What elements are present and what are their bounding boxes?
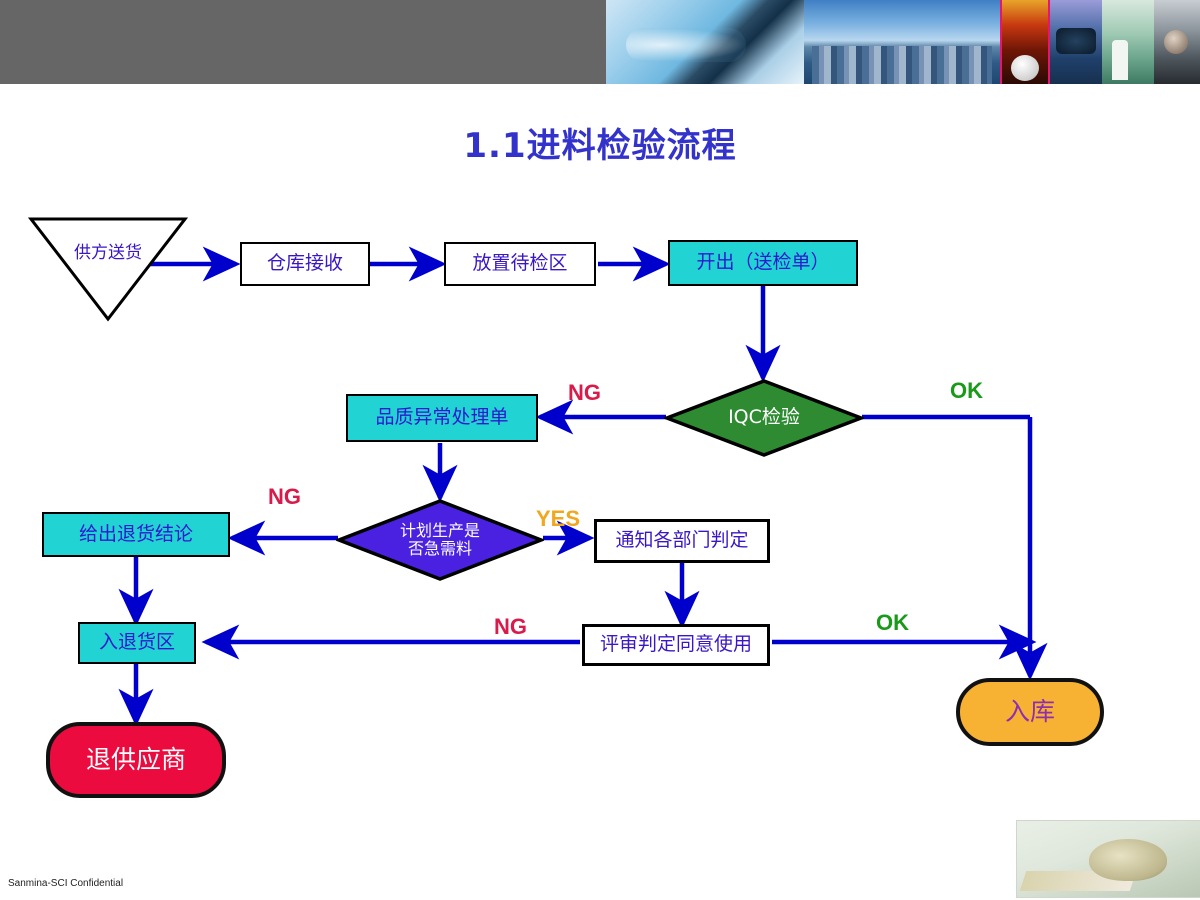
edge-label-yes-urgent: YES [536,506,581,531]
edge-label-ok-iqc: OK [950,378,983,403]
page-title: 1.1进料检验流程 [463,126,737,166]
diamond-shape-purple [334,499,546,581]
node-return-conclusion-label: 给出退货结论 [78,522,193,545]
edge-label-ok-review: OK [876,610,909,635]
node-quality-abnormal-form[interactable]: 品质异常处理单 [346,394,538,442]
node-issue-inspection-form-label: 开出（送检单） [696,251,830,274]
banner-photo-city [804,0,1000,84]
node-return-conclusion[interactable]: 给出退货结论 [42,512,230,557]
node-iqc-inspection-label: IQC检验 [728,406,800,429]
node-pending-area[interactable]: 放置待检区 [444,242,596,286]
node-urgent-material-decision-line1: 计划生产是 [399,520,480,540]
node-return-to-supplier[interactable]: 退供应商 [46,722,226,798]
triangle-shape [27,217,189,322]
node-urgent-material-decision-label: 计划生产是 否急需料 [336,498,544,582]
banner-photo-lab [1102,0,1154,84]
banner-photo-handshake [606,0,804,84]
node-review-approve-use-label: 评审判定同意使用 [599,633,752,656]
node-notify-departments[interactable]: 通知各部门判定 [594,519,770,563]
node-pending-area-label: 放置待检区 [472,252,568,275]
node-supplier-delivery[interactable]: 供方送货 [27,216,189,322]
node-return-to-supplier-label: 退供应商 [85,745,186,774]
node-urgent-material-decision[interactable]: 计划生产是 否急需料 [334,498,546,582]
node-return-area[interactable]: 入退货区 [78,622,196,664]
node-stock-in-label: 入库 [1004,697,1055,726]
footer-photo-desk [1016,820,1200,898]
footer-confidential-text: Sanmina-SCI Confidential [8,878,124,889]
node-return-area-label: 入退货区 [98,631,175,654]
diamond-shape-green [662,379,866,457]
node-stock-in[interactable]: 入库 [956,678,1104,746]
node-issue-inspection-form[interactable]: 开出（送检单） [668,240,858,286]
node-quality-abnormal-form-label: 品质异常处理单 [375,406,509,429]
node-iqc-inspection[interactable]: IQC检验 [662,378,866,458]
node-urgent-material-decision-line2: 否急需料 [407,539,472,558]
banner-photo-industrial [1000,0,1048,84]
header-banner [0,0,1200,86]
node-review-approve-use[interactable]: 评审判定同意使用 [582,624,770,666]
node-warehouse-receive-label: 仓库接收 [266,252,343,275]
node-notify-departments-label: 通知各部门判定 [615,529,749,552]
edge-label-ng-urgent: NG [268,484,301,509]
edge-label-ng-review: NG [494,614,527,639]
node-warehouse-receive[interactable]: 仓库接收 [240,242,370,286]
banner-photo-person [1154,0,1200,84]
edge-label-ng-iqc: NG [568,380,601,405]
header-gray-bar [0,0,606,84]
node-supplier-delivery-label: 供方送货 [74,243,142,263]
